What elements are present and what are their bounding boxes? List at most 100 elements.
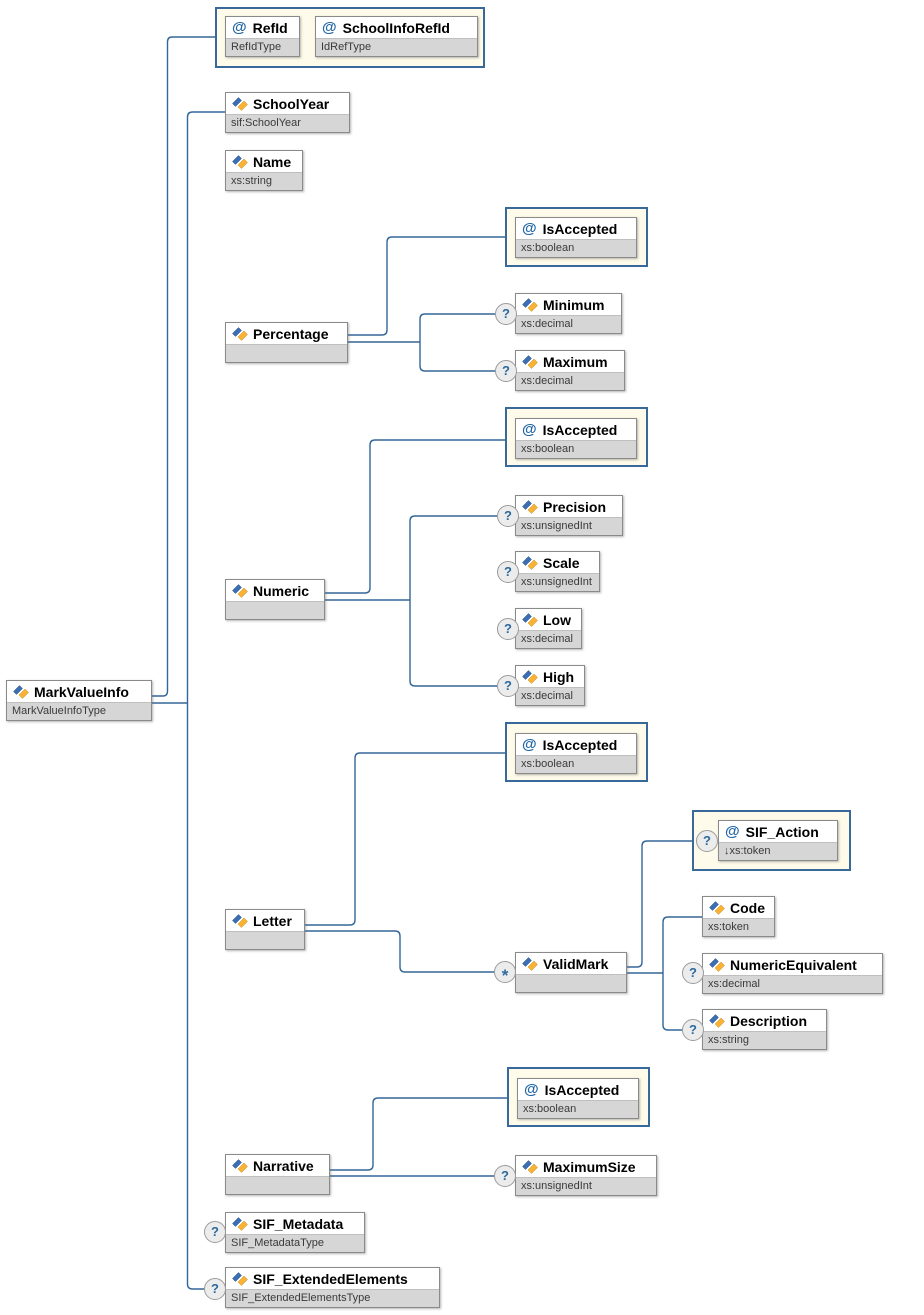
optional-indicator-high[interactable]: ? (497, 675, 519, 697)
node-label: SIF_Metadata (253, 1215, 344, 1232)
element-node-maximum[interactable]: Maximum xs:decimal (515, 350, 625, 391)
optional-indicator-sif-metadata[interactable]: ? (204, 1221, 226, 1243)
element-node-percentage[interactable]: Percentage (225, 322, 348, 363)
element-icon (232, 1272, 248, 1286)
node-title: Scale (516, 552, 599, 573)
optional-indicator-precision[interactable]: ? (497, 505, 519, 527)
element-node-numericequivalent[interactable]: NumericEquivalent xs:decimal (702, 953, 883, 994)
node-label: Maximum (543, 353, 608, 370)
node-title: High (516, 666, 584, 687)
node-title: @ IsAccepted (516, 734, 636, 755)
element-icon (522, 355, 538, 369)
element-icon (522, 613, 538, 627)
node-type (226, 601, 324, 619)
node-type: xs:decimal (516, 315, 621, 333)
element-icon (522, 957, 538, 971)
node-label: Numeric (253, 582, 310, 599)
optional-indicator-numericequivalent[interactable]: ? (682, 962, 704, 984)
node-title: SIF_Metadata (226, 1213, 364, 1234)
node-type: xs:token (703, 918, 774, 936)
node-type: xs:unsignedInt (516, 1177, 656, 1195)
attribute-node-schoolinforefid[interactable]: @SchoolInfoRefId IdRefType (315, 16, 478, 57)
optional-indicator-minimum[interactable]: ? (495, 303, 517, 325)
node-title: Low (516, 609, 581, 630)
node-type: ↓xs:token (719, 842, 837, 860)
element-node-maximumsize[interactable]: MaximumSize xs:unsignedInt (515, 1155, 657, 1196)
attribute-node-isaccepted-narrative[interactable]: @IsAccepted xs:boolean (517, 1078, 639, 1119)
element-node-scale[interactable]: Scale xs:unsignedInt (515, 551, 600, 592)
node-label: High (543, 668, 575, 685)
element-icon (232, 1217, 248, 1231)
node-type: SIF_ExtendedElementsType (226, 1289, 439, 1307)
element-icon (232, 97, 248, 111)
attribute-node-isaccepted-letter[interactable]: @ IsAccepted xs:boolean (515, 733, 637, 774)
optional-indicator-sif-extendedelements[interactable]: ? (204, 1278, 226, 1300)
node-label: Letter (253, 912, 292, 929)
node-type: xs:string (226, 172, 302, 190)
optional-indicator-sif-action[interactable]: ? (696, 830, 718, 852)
element-node-description[interactable]: Description xs:string (702, 1009, 827, 1050)
element-icon (709, 958, 725, 972)
node-title: Minimum (516, 294, 621, 315)
element-node-numeric[interactable]: Numeric (225, 579, 325, 620)
element-node-narrative[interactable]: Narrative (225, 1154, 330, 1195)
node-label: Minimum (543, 296, 605, 313)
node-title: MarkValueInfo (7, 681, 151, 702)
attribute-node-isaccepted-numeric[interactable]: @IsAccepted xs:boolean (515, 418, 637, 459)
attribute-node-isaccepted-percentage[interactable]: @IsAccepted xs:boolean (515, 217, 637, 258)
element-node-name[interactable]: Name xs:string (225, 150, 303, 191)
node-title: Numeric (226, 580, 324, 601)
element-icon (232, 1159, 248, 1173)
node-label: IsAccepted (542, 736, 618, 753)
element-icon (522, 556, 538, 570)
node-type: xs:string (703, 1031, 826, 1049)
node-type: SIF_MetadataType (226, 1234, 364, 1252)
node-title: Narrative (226, 1155, 329, 1176)
attribute-icon: @ (524, 1080, 539, 1098)
element-node-validmark[interactable]: ValidMark (515, 952, 627, 993)
repeat-indicator-validmark[interactable]: * (494, 961, 516, 985)
node-type (516, 974, 626, 992)
element-node-schoolyear[interactable]: SchoolYear sif:SchoolYear (225, 92, 350, 133)
node-title: ValidMark (516, 953, 626, 974)
optional-indicator-maximum[interactable]: ? (495, 360, 517, 382)
optional-indicator-low[interactable]: ? (497, 618, 519, 640)
attribute-icon: @ (322, 18, 337, 36)
element-node-code[interactable]: Code xs:token (702, 896, 775, 937)
element-node-letter[interactable]: Letter (225, 909, 305, 950)
element-icon (232, 155, 248, 169)
element-node-minimum[interactable]: Minimum xs:decimal (515, 293, 622, 334)
node-label: RefId (252, 19, 288, 36)
node-title: Percentage (226, 323, 347, 344)
optional-indicator-description[interactable]: ? (682, 1019, 704, 1041)
attribute-icon: @ (522, 735, 537, 753)
attribute-icon: @ (522, 219, 537, 237)
node-title: @ RefId (226, 17, 299, 38)
attribute-icon: @ (232, 18, 247, 36)
node-title: MaximumSize (516, 1156, 656, 1177)
element-node-precision[interactable]: Precision xs:unsignedInt (515, 495, 623, 536)
element-icon (522, 298, 538, 312)
node-title: @IsAccepted (516, 218, 636, 239)
node-type: IdRefType (316, 38, 477, 56)
node-type (226, 1176, 329, 1194)
element-node-high[interactable]: High xs:decimal (515, 665, 585, 706)
optional-indicator-scale[interactable]: ? (497, 561, 519, 583)
element-node-sif-extendedelements[interactable]: SIF_ExtendedElements SIF_ExtendedElement… (225, 1267, 440, 1308)
element-node-markvalueinfo[interactable]: MarkValueInfo MarkValueInfoType (6, 680, 152, 721)
node-title: SIF_ExtendedElements (226, 1268, 439, 1289)
node-type: xs:boolean (516, 755, 636, 773)
node-label: Percentage (253, 325, 329, 342)
attribute-node-refid[interactable]: @ RefId RefIdType (225, 16, 300, 57)
element-node-low[interactable]: Low xs:decimal (515, 608, 582, 649)
node-title: @IsAccepted (518, 1079, 638, 1100)
element-node-sif-metadata[interactable]: SIF_Metadata SIF_MetadataType (225, 1212, 365, 1253)
element-icon (522, 670, 538, 684)
optional-indicator-maximumsize[interactable]: ? (494, 1165, 516, 1187)
node-type: xs:boolean (516, 440, 636, 458)
node-type: RefIdType (226, 38, 299, 56)
attribute-node-sif-action[interactable]: @SIF_Action ↓xs:token (718, 820, 838, 861)
node-label: Scale (543, 554, 580, 571)
node-type: xs:decimal (516, 687, 584, 705)
